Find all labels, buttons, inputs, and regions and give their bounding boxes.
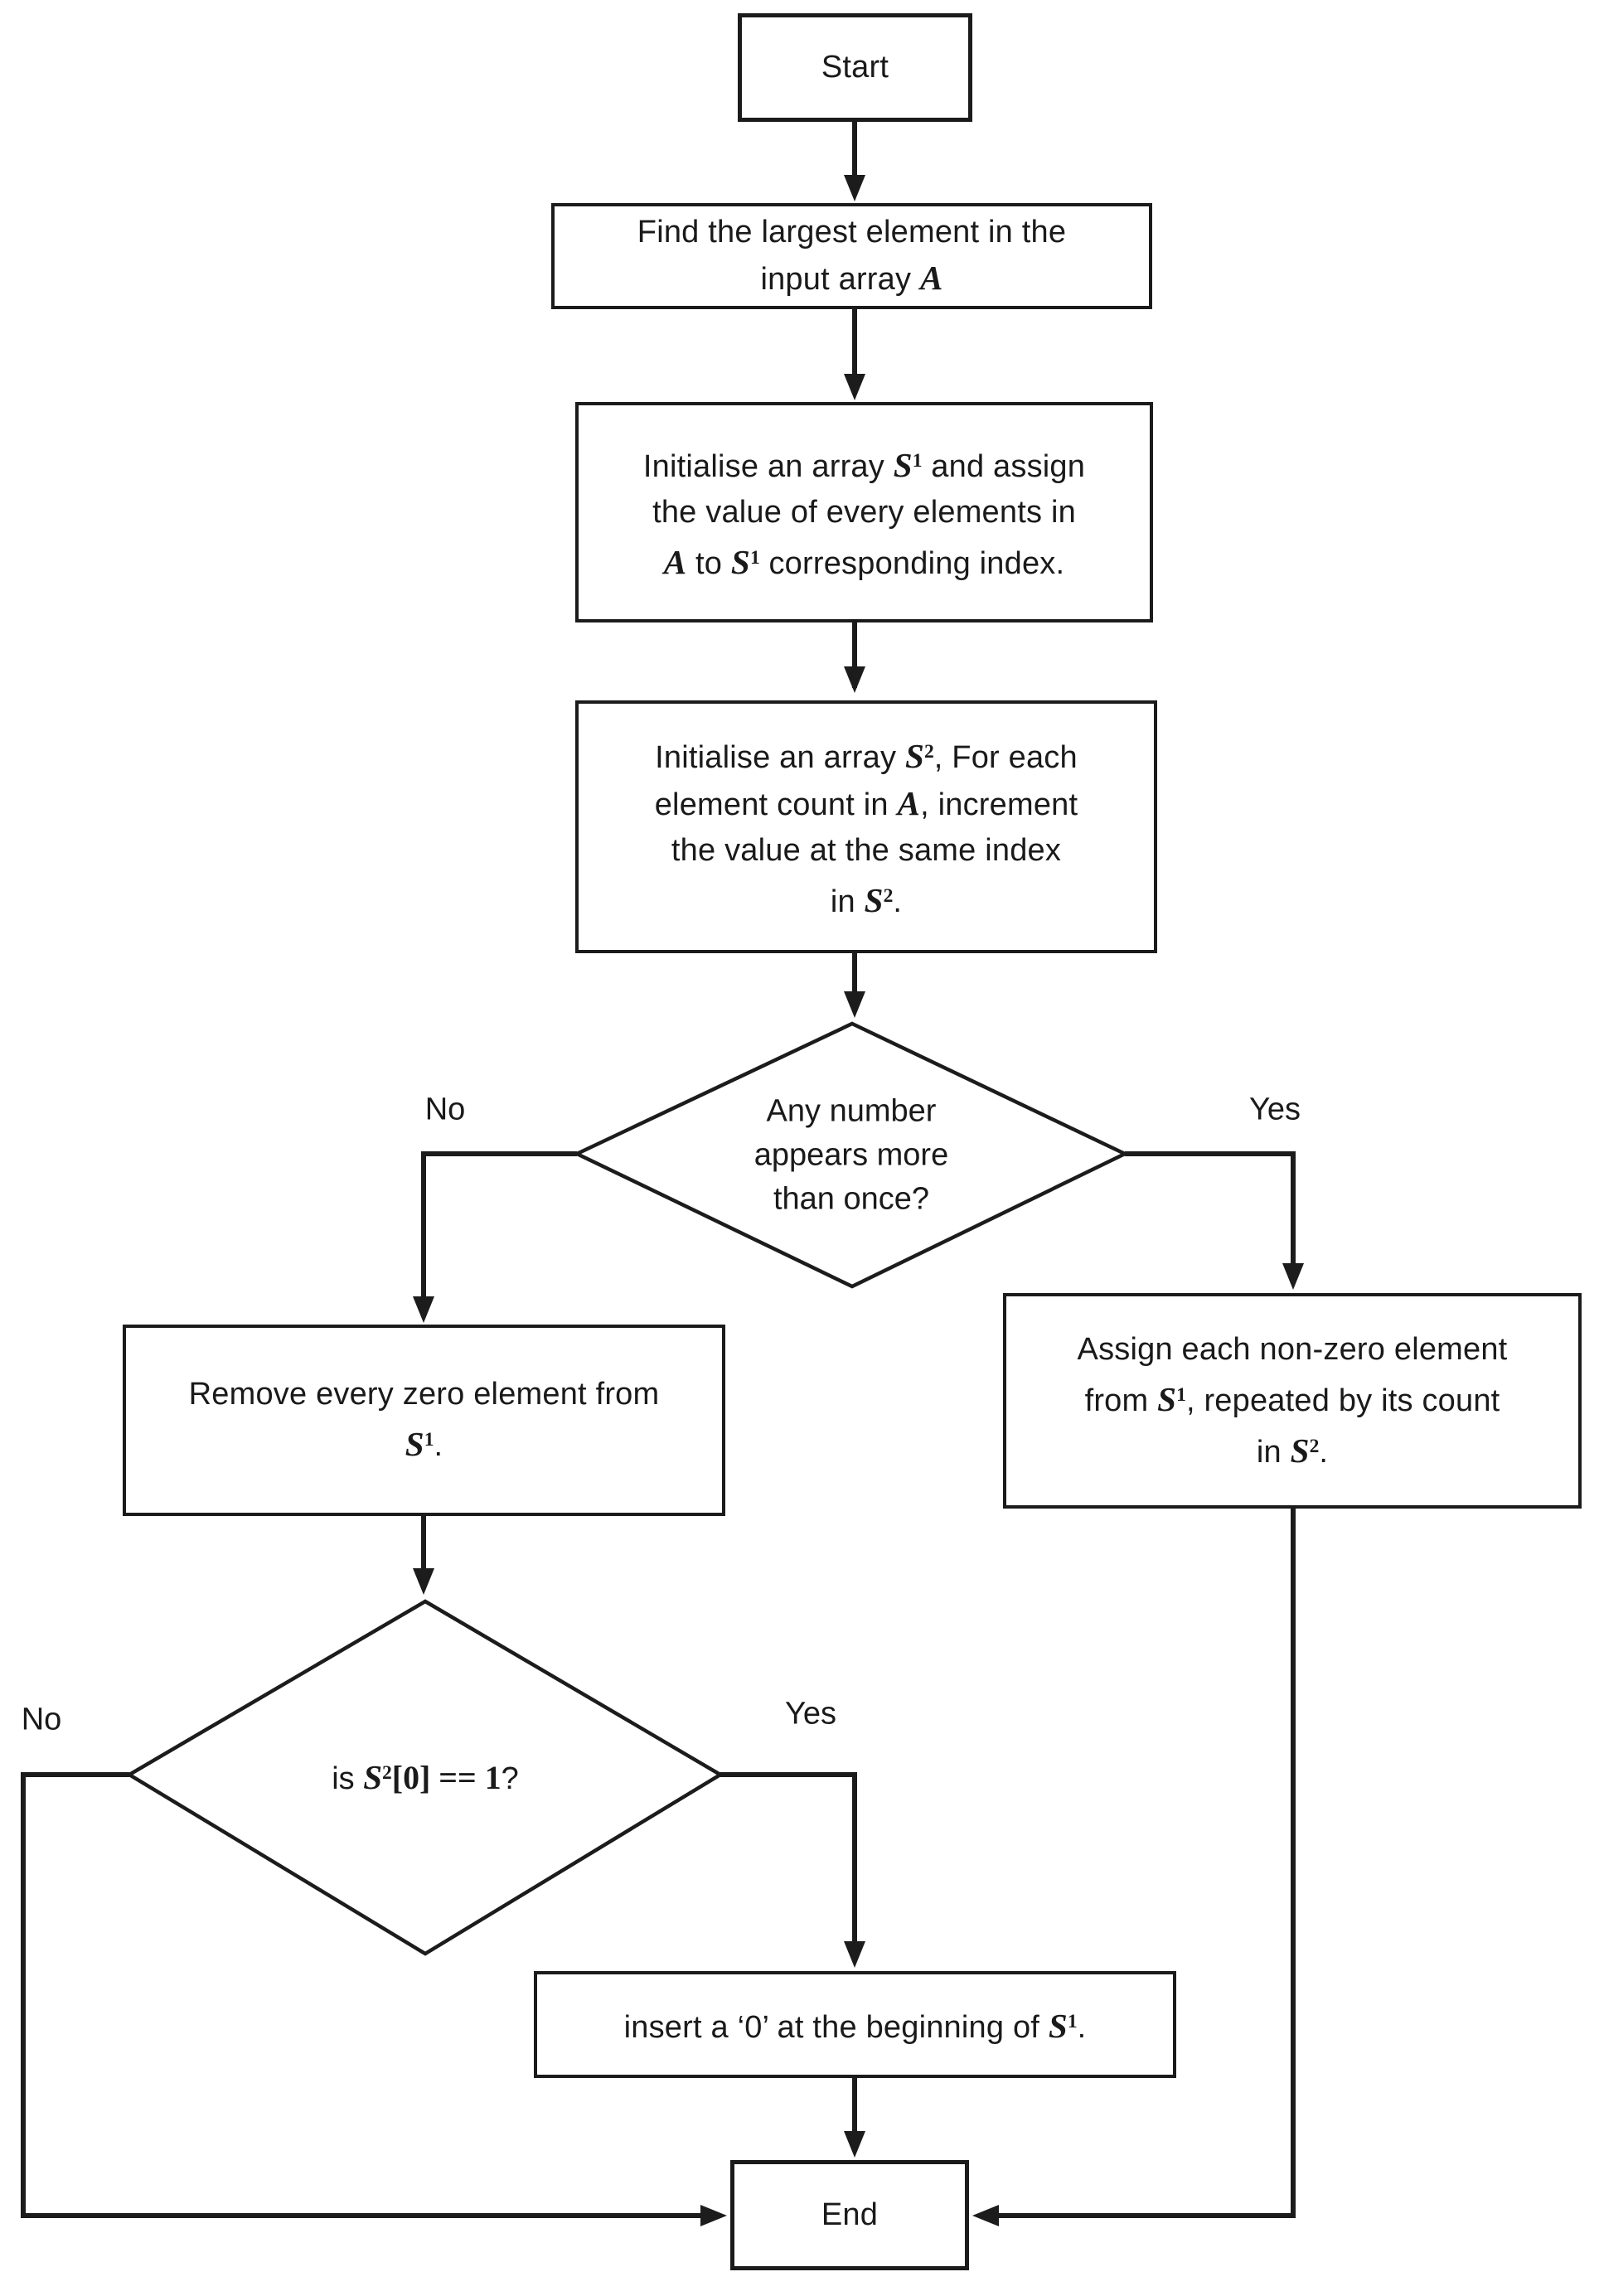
end-node: End bbox=[730, 2160, 969, 2270]
process-text-line: in S2. bbox=[1256, 1431, 1329, 1470]
end-label: End bbox=[821, 2197, 879, 2232]
process-text-line: Remove every zero element from bbox=[188, 1377, 660, 1412]
process-find-largest: Find the largest element in the input ar… bbox=[551, 203, 1152, 309]
process-text-line: Initialise an array S2, For each bbox=[655, 736, 1078, 775]
arrowhead-down-icon bbox=[1282, 1263, 1304, 1290]
decision-diamond-duplicates bbox=[572, 1021, 1130, 1289]
arrowhead-left-icon bbox=[972, 2205, 999, 2226]
process-text-line: A to S1 corresponding index. bbox=[663, 542, 1065, 581]
arrowhead-down-icon bbox=[844, 374, 865, 400]
process-text-line: Assign each non-zero element bbox=[1077, 1331, 1508, 1367]
arrowhead-down-icon bbox=[844, 991, 865, 1018]
arrowhead-down-icon bbox=[844, 175, 865, 201]
branch-label-yes: Yes bbox=[1249, 1092, 1301, 1127]
decision-text-line: than once? bbox=[773, 1181, 930, 1217]
arrowhead-down-icon bbox=[413, 1568, 434, 1595]
start-label: Start bbox=[821, 50, 889, 85]
process-text-line: input array A bbox=[760, 259, 943, 297]
arrowhead-down-icon bbox=[413, 1296, 434, 1323]
arrowhead-down-icon bbox=[844, 2131, 865, 2158]
process-text-line: element count in A, increment bbox=[654, 783, 1078, 822]
decision-text-line: Any number bbox=[766, 1093, 937, 1129]
edge-decision1-yes bbox=[1125, 1151, 1296, 1284]
decision-diamond-s2-first bbox=[125, 1599, 724, 1956]
arrowhead-right-icon bbox=[700, 2205, 727, 2226]
process-text-line: S1. bbox=[405, 1424, 443, 1463]
decision-s2-first-text: is S2[0] == 1? bbox=[332, 1751, 519, 1801]
edge-decision2-yes-to-insert bbox=[720, 1772, 857, 1962]
process-text-line: the value at the same index bbox=[671, 832, 1062, 868]
process-init-s1: Initialise an array S1 and assign the va… bbox=[575, 402, 1153, 622]
branch-label-yes: Yes bbox=[785, 1696, 836, 1732]
edge-assign-to-end bbox=[980, 1509, 1296, 2218]
edge-decision2-no-to-end bbox=[21, 1772, 720, 2218]
branch-label-no: No bbox=[21, 1702, 62, 1737]
process-init-s2: Initialise an array S2, For each element… bbox=[575, 700, 1157, 953]
decision-text-line: appears more bbox=[753, 1137, 949, 1173]
edge-decision1-no bbox=[421, 1151, 577, 1317]
process-remove-zero: Remove every zero element from S1. bbox=[123, 1325, 725, 1516]
process-text-line: Initialise an array S1 and assign bbox=[642, 445, 1086, 484]
decision-text-line: is S2[0] == 1? bbox=[332, 1757, 519, 1796]
start-node: Start bbox=[738, 13, 972, 122]
process-text-line: in S2. bbox=[830, 880, 903, 919]
process-assign-nonzero: Assign each non-zero element from S1, re… bbox=[1003, 1293, 1582, 1509]
arrowhead-down-icon bbox=[844, 1941, 865, 1968]
process-text-line: insert a ‘0’ at the beginning of S1. bbox=[623, 2006, 1087, 2045]
branch-label-no: No bbox=[424, 1092, 466, 1127]
process-text-line: the value of every elements in bbox=[652, 494, 1076, 530]
process-insert-zero: insert a ‘0’ at the beginning of S1. bbox=[534, 1971, 1176, 2078]
decision-duplicates-text: Any number appears more than once? bbox=[754, 1090, 948, 1222]
process-text-line: from S1, repeated by its count bbox=[1084, 1379, 1500, 1418]
process-text-line: Find the largest element in the bbox=[637, 215, 1067, 249]
arrowhead-down-icon bbox=[844, 666, 865, 693]
